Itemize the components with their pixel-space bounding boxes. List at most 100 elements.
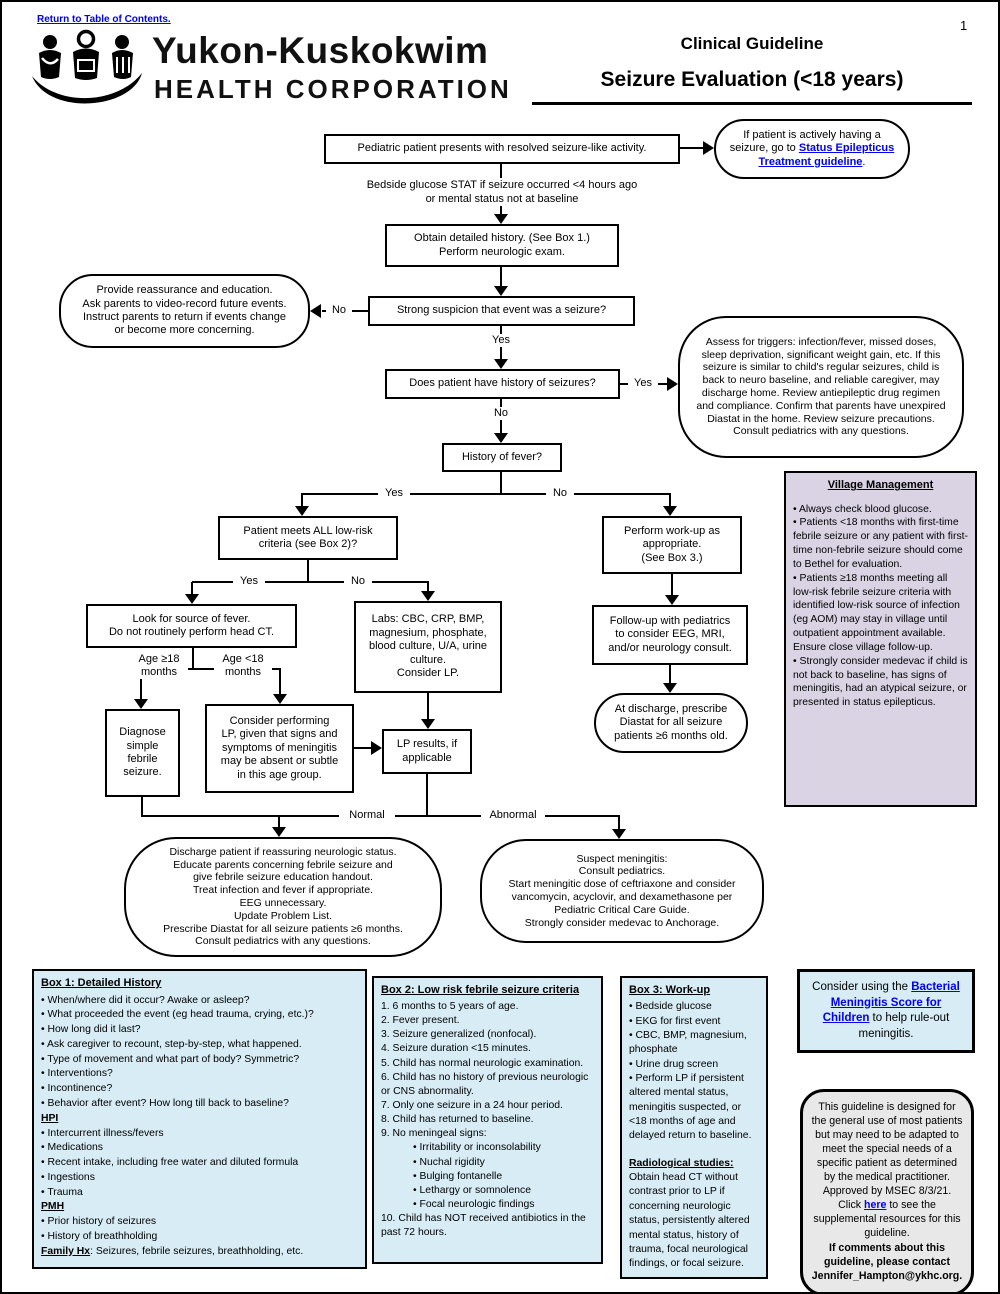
connector-line (671, 574, 673, 596)
connector-line (301, 493, 671, 495)
list-item: • How long did it last? (41, 1024, 141, 1036)
arrowhead (663, 683, 677, 693)
connector-line (191, 582, 193, 595)
age-lt18-label: Age <18 months (214, 653, 272, 679)
diagnose-box: Diagnose simple febrile seizure. (105, 709, 180, 797)
lp-results-box: LP results, if applicable (382, 729, 472, 774)
list-item: • Ask caregiver to recount, step-by-step… (41, 1038, 302, 1050)
guideline-note-contact: If comments about this guideline, please… (811, 1241, 963, 1282)
list-item: • Always check blood glucose. (793, 503, 932, 515)
arrowhead (371, 741, 382, 755)
arrowhead (310, 304, 321, 318)
obtain-history-box: Obtain detailed history. (See Box 1.) Pe… (385, 224, 619, 267)
list-item: • Behavior after event? How long till ba… (41, 1097, 289, 1109)
arrowhead (663, 506, 677, 516)
connector-line (500, 267, 502, 287)
village-management-panel: Village Management • Always check blood … (784, 471, 977, 807)
age-ge18-label: Age ≥18 months (130, 653, 188, 679)
list-item: 7. Only one seizure in a 24 hour period. (381, 1099, 563, 1111)
arrowhead (295, 506, 309, 516)
connector-line (618, 816, 620, 830)
arrowhead (185, 594, 199, 604)
status-epilepticus-link[interactable]: Status Epilepticus Treatment guideline (758, 142, 895, 168)
list-item: • Intercurrent illness/fevers (41, 1127, 164, 1139)
bacterial-meningitis-box: Consider using the Bacterial Meningitis … (797, 969, 975, 1054)
arrowhead (494, 286, 508, 296)
page-title: Seizure Evaluation (<18 years) (600, 68, 904, 91)
consider-lp-box: Consider performing LP, given that signs… (205, 704, 354, 793)
list-item: • Urine drug screen (629, 1058, 719, 1070)
active-seizure-pill: If patient is actively having a seizure,… (714, 119, 910, 179)
connector-line (307, 560, 309, 582)
arrowhead (272, 827, 286, 837)
list-item: 10. Child has NOT received antibiotics i… (381, 1213, 586, 1239)
source-fever-box: Look for source of fever. Do not routine… (86, 604, 297, 648)
arrowhead (703, 141, 714, 155)
arrowhead (421, 719, 435, 729)
list-item: • Interventions? (41, 1068, 113, 1080)
connector-line (141, 797, 143, 817)
list-item: 6. Child has no history of previous neur… (381, 1071, 589, 1097)
list-item: • What proceeded the event (eg head trau… (41, 1009, 314, 1021)
assess-triggers-pill: Assess for triggers: infection/fever, mi… (678, 316, 964, 458)
active-seizure-text: If patient is actively having a seizure,… (729, 128, 895, 168)
box2-panel: Box 2: Low risk febrile seizure criteria… (372, 976, 603, 1264)
list-item: • Ingestions (41, 1171, 95, 1183)
list-item: • History of breathholding (41, 1230, 158, 1242)
title-underline (532, 102, 972, 105)
bacterial-meningitis-link[interactable]: Bacterial Meningitis Score for Children (822, 981, 960, 1025)
page-number: 1 (960, 18, 968, 33)
box1-panel: Box 1: Detailed History • When/where did… (32, 969, 367, 1269)
connector-line (669, 665, 671, 683)
arrowhead (134, 699, 148, 709)
arrowhead (273, 694, 287, 704)
connector-line (301, 494, 303, 507)
list-item: • Perform LP if persistent altered menta… (629, 1072, 752, 1142)
list-item: • Recent intake, including free water an… (41, 1157, 299, 1169)
arrowhead (612, 829, 626, 839)
box3-items: • Bedside glucose• EKG for first event• … (629, 1000, 759, 1271)
branch-label-normal: Normal (339, 809, 395, 822)
supplemental-resources-link[interactable]: here (864, 1198, 887, 1211)
list-item: • Incontinence? (41, 1083, 113, 1095)
brand-subname: HEALTH CORPORATION (154, 74, 512, 104)
connector-line (500, 472, 502, 494)
box3-panel: Box 3: Work-up • Bedside glucose• EKG fo… (620, 976, 768, 1279)
connector-line (669, 494, 671, 507)
workup-box: Perform work-up as appropriate. (See Box… (602, 516, 742, 574)
list-item: • Prior history of seizures (41, 1216, 157, 1228)
list-item: • Bulging fontanelle (413, 1170, 503, 1182)
branch-label-yes: Yes (378, 487, 410, 500)
suspicion-box: Strong suspicion that event was a seizur… (368, 296, 635, 326)
connector-line (141, 668, 281, 670)
list-item: PMH (41, 1201, 65, 1213)
branch-label-no: No (546, 487, 574, 500)
connector-line (427, 582, 429, 592)
list-item: • When/where did it occur? Awake or asle… (41, 994, 250, 1006)
return-toc-link[interactable]: Return to Table of Contents. (37, 14, 171, 25)
list-item: • Nuchal rigidity (413, 1156, 485, 1168)
village-management-title: Village Management (827, 479, 934, 491)
suspect-meningitis-pill: Suspect meningitis: Consult pediatrics. … (480, 839, 764, 943)
list-item: • Irritability or inconsolability (413, 1142, 541, 1154)
list-item: • Patients ≥18 months meeting all low-ri… (793, 572, 960, 653)
connector-line (680, 147, 706, 149)
list-item: • Trauma (41, 1186, 83, 1198)
list-item: • Bedside glucose (629, 1001, 712, 1013)
box2-title: Box 2: Low risk febrile seizure criteria (381, 984, 580, 996)
arrowhead (494, 214, 508, 224)
branch-label-yes: Yes (628, 377, 658, 390)
list-item: • Medications (41, 1142, 103, 1154)
discharge-pill: Discharge patient if reassuring neurolog… (124, 837, 442, 957)
branch-label-no: No (488, 407, 514, 420)
list-item: 5. Child has normal neurologic examinati… (381, 1057, 584, 1069)
branch-label-no: No (344, 575, 372, 588)
list-item: • Strongly consider medevac if child is … (793, 655, 968, 709)
arrowhead (494, 359, 508, 369)
connector-line (426, 774, 428, 817)
glucose-note: Bedside glucose STAT if seizure occurred… (366, 179, 638, 205)
discharge-diastat-pill: At discharge, prescribe Diastat for all … (594, 693, 748, 753)
doc-kicker: Clinical Guideline (680, 34, 824, 53)
box1-items: • When/where did it occur? Awake or asle… (41, 994, 358, 1260)
